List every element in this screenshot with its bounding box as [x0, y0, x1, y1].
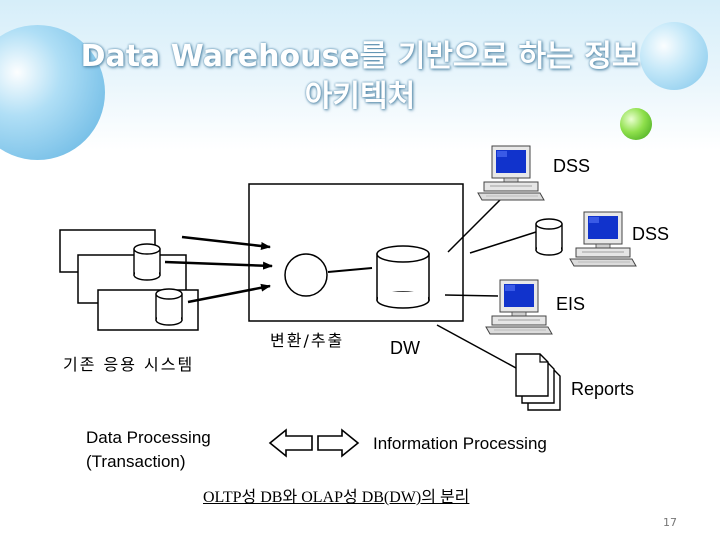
line-dw-to-dss-top — [447, 199, 501, 253]
header-background — [0, 0, 720, 150]
reports-stack-icon — [515, 353, 561, 411]
decorative-bubble-left — [0, 25, 105, 160]
arrow-transform-to-dw — [327, 267, 373, 273]
dw-label: DW — [390, 338, 420, 358]
arrow-legacy-2 — [164, 260, 273, 270]
decorative-bubble-green — [620, 108, 652, 140]
right-outline-arrow-shape — [317, 428, 360, 458]
separation-caption: OLTP성 DB와 OLAP성 DB(DW)의 분리 — [203, 489, 470, 506]
warehouse-boundary — [248, 183, 464, 322]
line-dw-to-reports — [436, 324, 517, 369]
transaction-label: (Transaction) — [86, 452, 186, 471]
decorative-bubble-right — [640, 22, 708, 90]
legacy-box-front — [97, 289, 199, 331]
arrow-legacy-1 — [181, 235, 271, 250]
reports-label: Reports — [571, 379, 635, 399]
transform-circle — [284, 253, 328, 297]
slide-title-line-2: 아키텍처 — [304, 79, 416, 114]
dss-db-icon — [535, 218, 563, 256]
dss-computer-icon-2 — [569, 211, 637, 267]
dss-label-1: DSS — [553, 156, 591, 176]
page-number: 17 — [663, 516, 677, 529]
legacy-db-icon-1 — [133, 243, 161, 281]
slide-title-line-1: Data Warehouse를 기반으로 하는 정보 — [80, 39, 640, 74]
left-outline-arrow — [268, 428, 313, 458]
line-dw-to-eis — [444, 294, 499, 297]
dw-cylinder — [376, 245, 430, 309]
data-processing-label: Data Processing — [86, 428, 211, 447]
arrow-legacy-3 — [187, 283, 271, 304]
line-dw-to-dss-mid — [469, 231, 537, 254]
eis-label: EIS — [556, 294, 586, 314]
dss-computer-icon-1 — [477, 145, 545, 201]
eis-computer-icon — [485, 279, 553, 335]
legacy-systems-label: 기존 응용 시스템 — [63, 355, 195, 374]
legacy-db-icon-2 — [155, 288, 183, 326]
dss-label-2: DSS — [632, 224, 670, 244]
transform-label: 변환/추출 — [270, 331, 345, 350]
information-processing-label: Information Processing — [373, 434, 547, 453]
